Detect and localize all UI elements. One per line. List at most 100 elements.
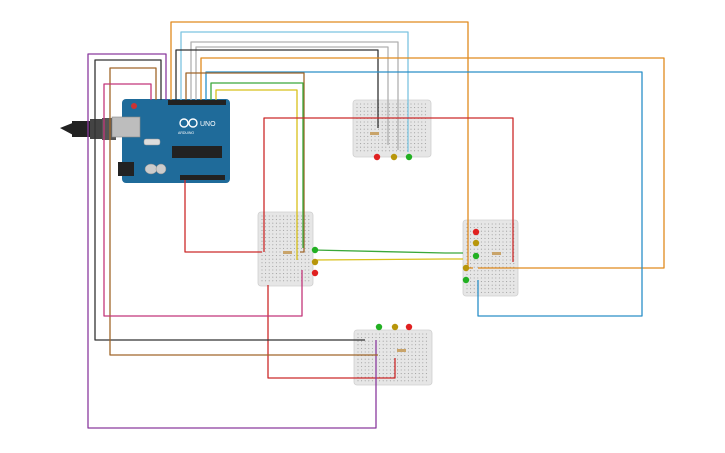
wire-red[interactable] [263,117,514,262]
breadboard-hole [473,227,475,229]
breadboard-hole [491,291,493,293]
breadboard-hole [397,362,399,364]
breadboard-hole [396,135,398,137]
wire-yellow[interactable] [215,89,298,260]
breadboard-hole [261,276,263,278]
wire-black[interactable] [175,49,379,128]
led-green[interactable] [462,276,470,284]
breadboard-hole [495,241,497,243]
breadboard-hole [268,265,270,267]
breadboard-hole [368,344,370,346]
breadboard-hole [304,233,306,235]
wire-brown[interactable] [185,72,305,253]
breadboard-hole [407,376,409,378]
wire-blue[interactable] [205,71,643,317]
wire-black[interactable] [94,59,365,341]
breadboard-hole [308,229,310,231]
breadboard-hole [265,226,267,228]
wire-lightblue[interactable] [180,31,409,152]
led-red[interactable] [405,323,413,331]
breadboard-hole [367,103,369,105]
breadboard-hole [404,337,406,339]
wire-green[interactable] [312,249,463,254]
wire-purple[interactable] [87,53,377,429]
breadboard-hole [371,380,373,382]
breadboard-hole [370,150,372,152]
led-green[interactable] [405,153,413,161]
breadboard-hole [388,132,390,134]
breadboard-hole [357,351,359,353]
breadboard-hole [381,103,383,105]
breadboard-hole [484,237,486,239]
wire-yellow[interactable] [312,258,463,261]
breadboard-hole [392,139,394,141]
led-red[interactable] [472,228,480,236]
breadboard-right[interactable] [462,219,519,297]
breadboard-hole [509,227,511,229]
breadboard-hole [290,276,292,278]
breadboard-hole [283,229,285,231]
breadboard-hole [268,276,270,278]
wire-brown[interactable] [109,67,378,356]
breadboard-hole [418,373,420,375]
breadboard-hole [502,237,504,239]
breadboard-hole [424,121,426,123]
wire-orange[interactable] [200,57,665,269]
led-red[interactable] [311,269,319,277]
breadboard-hole [396,121,398,123]
wire-red[interactable] [267,285,396,379]
wire-red[interactable] [184,180,262,253]
breadboard-hole [488,252,490,254]
led-yellow[interactable] [472,239,480,247]
led-red[interactable] [373,153,381,161]
breadboard-hole [502,252,504,254]
breadboard-hole [293,276,295,278]
breadboard-hole [272,273,274,275]
breadboard-hole [396,107,398,109]
breadboard-hole [414,110,416,112]
resistor[interactable] [283,251,292,254]
wire-magenta[interactable] [103,83,303,317]
wire-green[interactable] [210,82,304,248]
breadboard-top[interactable] [352,99,432,158]
led-yellow[interactable] [391,323,399,331]
breadboard-hole [509,255,511,257]
breadboard-hole [275,237,277,239]
breadboard-hole [397,355,399,357]
wire-gray[interactable] [190,41,399,150]
led-green[interactable] [311,246,319,254]
wire-orange[interactable] [170,21,473,269]
breadboard-hole [422,373,424,375]
breadboard-hole [484,273,486,275]
breadboard-hole [304,219,306,221]
breadboard-hole [386,333,388,335]
led-yellow[interactable] [462,264,470,272]
breadboard-hole [293,265,295,267]
breadboard-hole [308,251,310,253]
breadboard-hole [498,284,500,286]
breadboard-hole [513,273,515,275]
led-green[interactable] [375,323,383,331]
breadboard-hole [410,135,412,137]
breadboard-hole [357,373,359,375]
breadboard-hole [506,252,508,254]
breadboard-hole [470,270,472,272]
breadboard-hole [506,234,508,236]
resistor[interactable] [370,132,379,135]
led-yellow[interactable] [311,258,319,266]
reset-button[interactable] [131,103,137,109]
breadboard-hole [480,284,482,286]
breadboard-hole [418,369,420,371]
breadboard-hole [466,273,468,275]
resistor[interactable] [397,349,406,352]
breadboard-left[interactable] [257,211,314,287]
led-yellow[interactable] [390,153,398,161]
breadboard-hole [374,139,376,141]
led-green[interactable] [472,252,480,260]
breadboard-bottom[interactable] [353,329,433,386]
breadboard-hole [393,344,395,346]
resistor[interactable] [492,252,501,255]
arduino-uno-board[interactable]: UNO ARDUINO [111,99,230,183]
breadboard-hole [495,227,497,229]
